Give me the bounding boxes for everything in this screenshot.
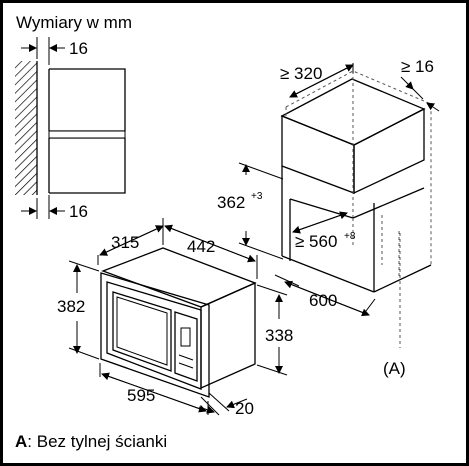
niche-width-tolerance: +8 — [344, 231, 356, 242]
front-depth-label: 20 — [235, 399, 254, 418]
diagram-canvas: Wymiary w mm 16 16 — [3, 3, 466, 463]
wall-hatch — [15, 61, 37, 195]
side-view: 16 16 — [15, 37, 126, 221]
body-height-label: 338 — [265, 326, 293, 345]
oven-display — [180, 327, 191, 347]
bottom-gap-label: 16 — [69, 202, 88, 221]
oven-width-label: 442 — [187, 237, 215, 256]
side-gap-label: ≥ 16 — [401, 57, 434, 76]
cabinet-body — [49, 137, 126, 194]
top-gap-label: 16 — [69, 39, 88, 58]
niche-depth-label: ≥ 320 — [280, 64, 322, 83]
cabinet-niche: ≥ 320 ≥ 16 362 +3 ≥ 560 +8 600 (A) — [217, 57, 440, 378]
footer-key: A — [15, 432, 27, 451]
diagram-title: Wymiary w mm — [16, 13, 132, 32]
callout-a-label: (A) — [383, 359, 406, 378]
height-tolerance: +3 — [251, 191, 263, 202]
footer-text: : Bez tylnej ścianki — [27, 432, 167, 451]
installation-diagram: Wymiary w mm 16 16 — [15, 13, 440, 451]
oven-control-panel — [174, 311, 198, 382]
footer-note: A: Bez tylnej ścianki — [15, 432, 167, 451]
oven-front — [100, 272, 210, 398]
oven-frame-section — [48, 130, 126, 139]
niche-front-depth-label: 600 — [309, 291, 337, 310]
niche-width-label: ≥ 560 — [295, 232, 337, 251]
height-from-floor-label: 362 — [217, 193, 245, 212]
oven-height-label: 382 — [57, 297, 85, 316]
front-width-label: 595 — [127, 386, 155, 405]
top-shelf — [49, 68, 126, 132]
oven-door-window — [112, 291, 172, 372]
oven: 315 442 382 338 595 20 — [57, 218, 293, 418]
oven-depth-label: 315 — [111, 233, 139, 252]
